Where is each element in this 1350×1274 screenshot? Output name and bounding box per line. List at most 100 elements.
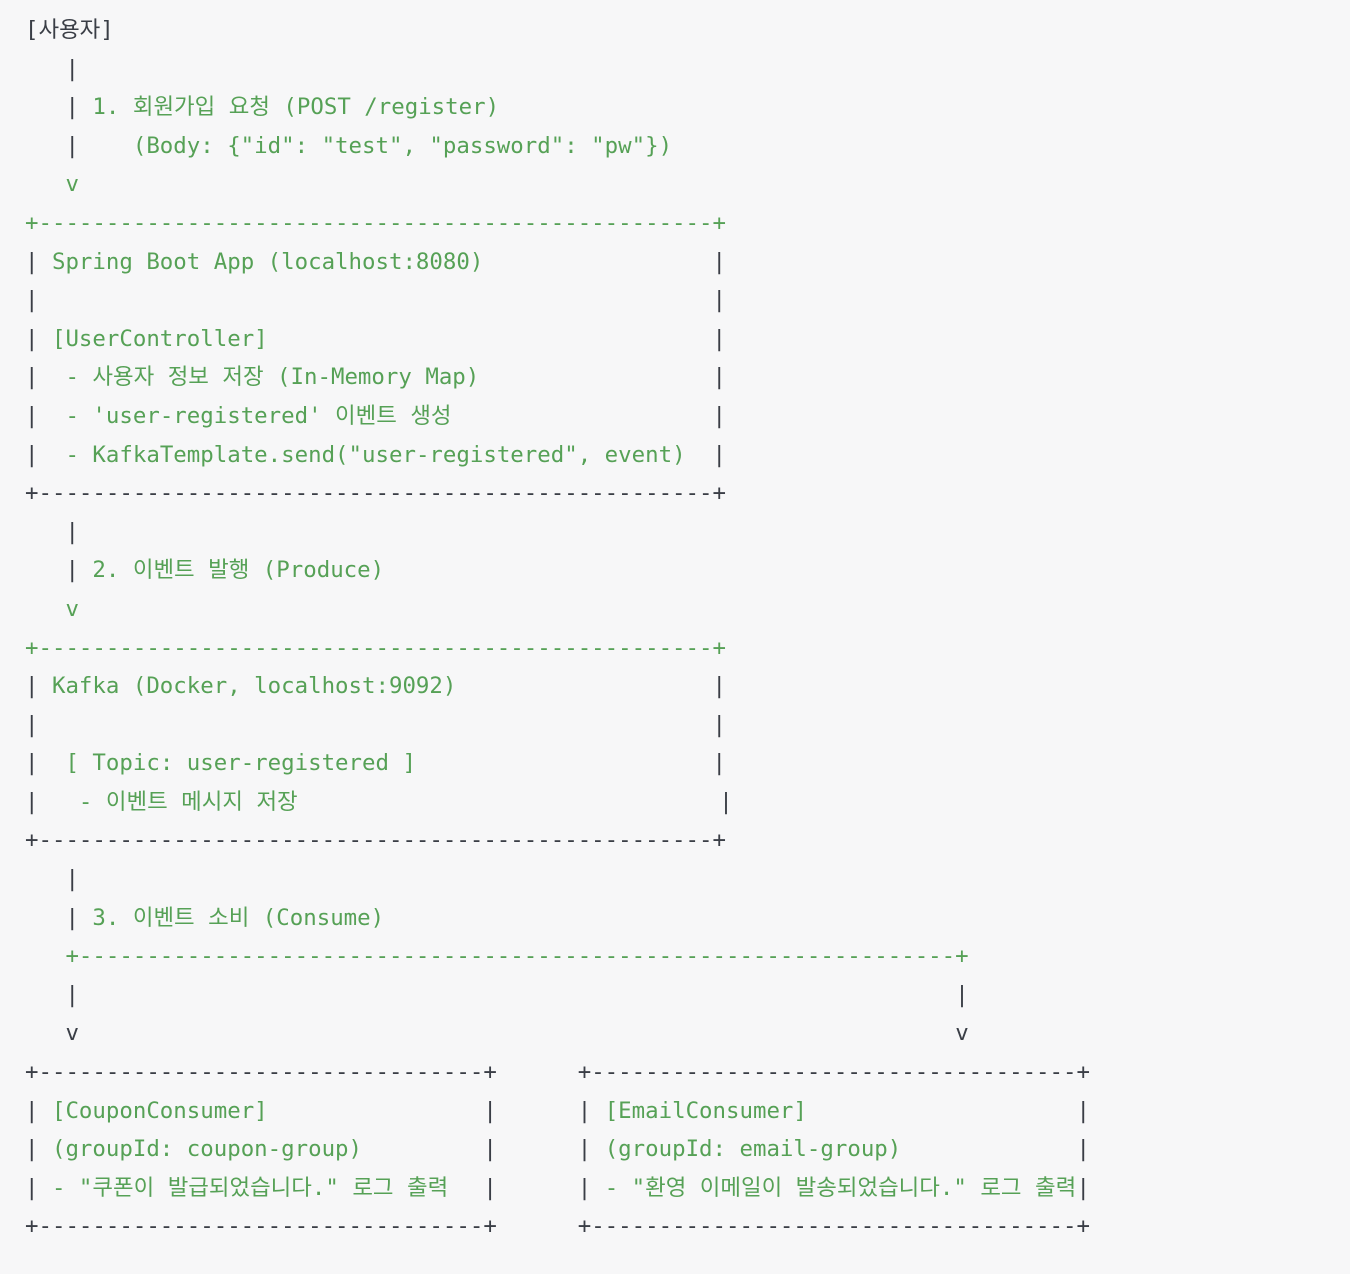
diagram-aligned-text: |: [713, 436, 726, 475]
diagram-text: - 이벤트 메시지 저장: [78, 788, 298, 815]
diagram-text: - 'user-registered' 이벤트 생성: [65, 402, 452, 429]
diagram-aligned-text: |: [1077, 1169, 1090, 1208]
diagram-aligned-text: | - "환영 이메일이 발송되었습니다." 로그 출력: [578, 1169, 1076, 1208]
diagram-line: ||: [25, 976, 1350, 1015]
diagram-line: |: [25, 860, 1350, 899]
diagram-text: |: [712, 673, 727, 700]
diagram-text: Kafka (Docker, localhost:9092): [51, 673, 457, 700]
diagram-line: | 1. 회원가입 요청 (POST /register): [25, 88, 1350, 127]
diagram-line: +---------------------------------------…: [25, 937, 1350, 976]
diagram-text: |: [712, 441, 727, 468]
diagram-line: ||: [25, 706, 1350, 745]
diagram-text: +------------------------------------+: [577, 1213, 1090, 1240]
diagram-text: |: [25, 402, 66, 429]
diagram-aligned-text: |: [713, 358, 726, 397]
diagram-text: |: [25, 94, 93, 121]
diagram-line: | (Body: {"id": "test", "password": "pw"…: [25, 127, 1350, 166]
diagram-aligned-text: |: [713, 667, 726, 706]
diagram-text: [ Topic: user-registered ]: [65, 750, 416, 777]
diagram-line: +---------------------------------++----…: [25, 1053, 1350, 1092]
diagram-text: |: [25, 711, 39, 738]
diagram-text: Spring Boot App (localhost:8080): [51, 248, 484, 275]
diagram-text: 2. 이벤트 발행 (Produce): [92, 557, 385, 584]
diagram-text: |: [25, 441, 66, 468]
diagram-line: +---------------------------------------…: [25, 474, 1350, 513]
diagram-line: v: [25, 590, 1350, 629]
diagram-text: 3. 이벤트 소비 (Consume): [92, 904, 385, 931]
diagram-text: |: [25, 364, 66, 391]
diagram-text: [CouponConsumer]: [51, 1097, 268, 1124]
diagram-text: +------------------------------------+: [577, 1059, 1090, 1086]
diagram-text: |: [483, 1097, 497, 1124]
diagram-line: | Spring Boot App (localhost:8080)|: [25, 243, 1350, 282]
diagram-text: |: [577, 1097, 605, 1124]
diagram-text: [UserController]: [51, 325, 268, 352]
diagram-text: +---------------------------------------…: [25, 634, 726, 661]
diagram-aligned-text: |: [713, 744, 726, 783]
diagram-text: v: [25, 171, 79, 198]
diagram-text: |: [955, 981, 969, 1008]
diagram-text: |: [25, 750, 66, 777]
diagram-text: |: [1076, 1174, 1091, 1201]
diagram-aligned-text: v: [955, 1014, 968, 1053]
diagram-text: - "쿠폰이 발급되었습니다." 로그 출력: [51, 1174, 449, 1201]
diagram-aligned-text: |: [483, 1092, 496, 1131]
diagram-text: v: [25, 1020, 79, 1047]
diagram-text: |: [712, 325, 727, 352]
ascii-architecture-diagram: [사용자] | | 1. 회원가입 요청 (POST /register) | …: [25, 11, 1350, 1246]
diagram-aligned-text: +------------------------------------+: [578, 1053, 1090, 1092]
diagram-text: v: [25, 595, 79, 622]
diagram-text: |: [712, 287, 727, 314]
diagram-text: |: [25, 981, 79, 1008]
diagram-text: |: [25, 1174, 52, 1201]
diagram-aligned-text: | [EmailConsumer]: [578, 1092, 807, 1131]
diagram-aligned-text: |: [483, 1169, 496, 1208]
diagram-text: |: [577, 1136, 605, 1163]
diagram-line: | 3. 이벤트 소비 (Consume): [25, 899, 1350, 938]
diagram-text: |: [712, 711, 727, 738]
diagram-text: |: [25, 325, 52, 352]
diagram-text: +---------------------------------------…: [25, 827, 726, 854]
diagram-aligned-text: |: [713, 243, 726, 282]
diagram-text: - KafkaTemplate.send("user-registered", …: [65, 441, 686, 468]
diagram-aligned-text: |: [713, 706, 726, 745]
diagram-line: | [ Topic: user-registered ]|: [25, 744, 1350, 783]
diagram-text: |: [712, 248, 727, 275]
diagram-text: v: [955, 1020, 969, 1047]
diagram-line: |: [25, 513, 1350, 552]
diagram-text: |: [25, 673, 52, 700]
diagram-text: [EmailConsumer]: [604, 1097, 807, 1124]
diagram-text: |: [1076, 1097, 1091, 1124]
diagram-text: 1. 회원가입 요청 (POST /register): [92, 94, 500, 121]
diagram-text: |: [712, 402, 727, 429]
diagram-text: |: [1076, 1136, 1091, 1163]
diagram-text: +---------------------------------------…: [25, 480, 726, 507]
diagram-text: |: [25, 518, 79, 545]
diagram-line: [사용자]: [25, 11, 1350, 50]
diagram-line: |: [25, 50, 1350, 89]
diagram-line: | - "쿠폰이 발급되었습니다." 로그 출력|| - "환영 이메일이 발송…: [25, 1169, 1350, 1208]
diagram-text: |: [577, 1174, 605, 1201]
diagram-text: +---------------------------------------…: [25, 943, 969, 970]
diagram-aligned-text: |: [713, 281, 726, 320]
diagram-aligned-text: |: [483, 1130, 496, 1169]
diagram-text: +---------------------------------------…: [25, 209, 726, 236]
diagram-line: | - 이벤트 메시지 저장|: [25, 783, 1350, 822]
diagram-text: |: [25, 248, 52, 275]
diagram-line: | (groupId: coupon-group)|| (groupId: em…: [25, 1130, 1350, 1169]
diagram-text: |: [483, 1174, 497, 1201]
diagram-aligned-text: | (groupId: email-group): [578, 1130, 902, 1169]
diagram-text: [사용자]: [25, 17, 114, 43]
diagram-aligned-text: |: [955, 976, 968, 1015]
diagram-text: |: [483, 1136, 497, 1163]
diagram-text: |: [25, 788, 79, 815]
diagram-aligned-text: |: [713, 320, 726, 359]
diagram-line: +---------------------------------------…: [25, 629, 1350, 668]
diagram-text: +---------------------------------+: [25, 1213, 497, 1240]
diagram-line: | [UserController]|: [25, 320, 1350, 359]
diagram-line: +---------------------------------+ +----…: [25, 1207, 1350, 1246]
diagram-text: (Body: {"id": "test", "password": "pw"}): [78, 132, 673, 159]
diagram-aligned-text: |: [1077, 1130, 1090, 1169]
diagram-text: (groupId: email-group): [604, 1136, 902, 1163]
